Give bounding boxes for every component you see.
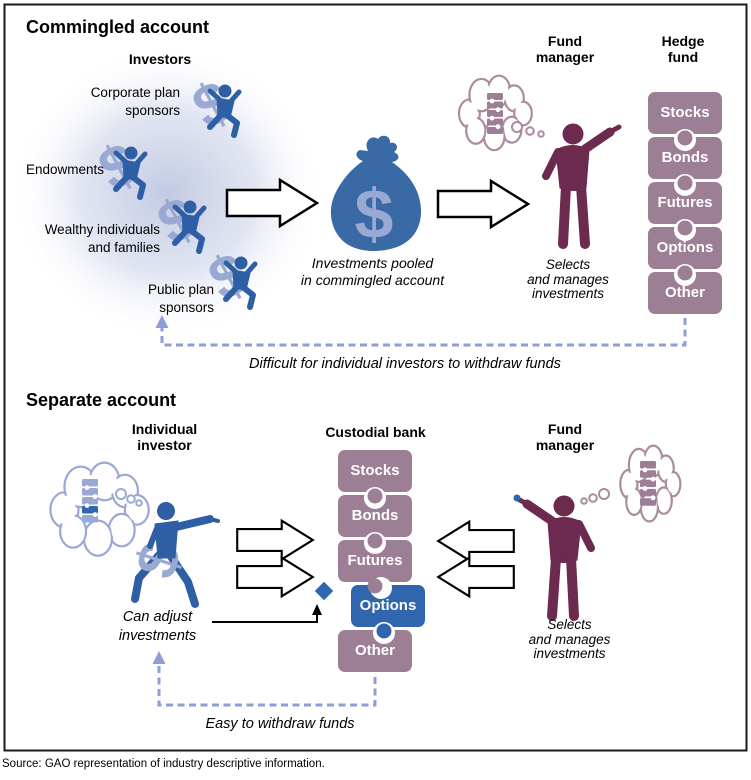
adjust-caption: Can adjust investments	[118, 609, 197, 644]
puzzle-piece-label-other: Other	[664, 284, 705, 301]
hedge-fund-heading: Hedge fund	[661, 33, 705, 65]
investors-heading: Investors	[128, 51, 192, 67]
puzzle-piece-label-bonds: Bonds	[661, 149, 709, 166]
withdraw-note-top: Difficult for individual investors to wi…	[249, 356, 561, 372]
manager-caption-top: Selects and manages investments	[527, 257, 609, 301]
svg-text:$: $	[355, 175, 394, 253]
adjust-pointer-arrow	[212, 604, 322, 623]
separate-section-title: Separate account	[26, 390, 177, 410]
loose-puzzle-knob	[314, 581, 334, 601]
individual-investor-heading: Individual investor	[131, 421, 198, 453]
manager-thought-bubble-top	[457, 74, 545, 152]
withdraw-note-bottom: Easy to withdraw funds	[205, 716, 355, 732]
puzzle-piece-label-futures: Futures	[657, 194, 713, 211]
held-puzzle-knob	[513, 494, 521, 502]
bank-piece-label-futures: Futures	[347, 552, 403, 569]
bank-piece-label-bonds: Bonds	[351, 507, 399, 524]
money-bag-icon: $	[330, 135, 422, 253]
investor-label-corporate: Corporate plan sponsors	[90, 85, 180, 118]
dashed-return-arrow-top	[155, 315, 687, 347]
manager-caption-bottom: Selects and manages investments	[528, 617, 611, 661]
thought-puzzle-stack	[487, 93, 503, 134]
custodial-bank-heading: Custodial bank	[325, 424, 426, 440]
puzzle-piece-label-stocks: Stocks	[660, 104, 710, 121]
custodial-bank-puzzle-stack	[314, 450, 425, 672]
bank-piece-label-stocks: Stocks	[350, 462, 400, 479]
pool-caption: Investments pooled in commingled account	[300, 255, 445, 288]
thought-puzzle-stack	[640, 461, 656, 506]
fund-manager-heading-top: Fund manager	[535, 33, 595, 65]
hedge-fund-puzzle-stack	[648, 92, 722, 314]
dashed-return-arrow-bottom	[152, 651, 377, 707]
investor-label-endowments: Endowments	[25, 162, 104, 177]
bank-piece-label-options: Options	[359, 597, 417, 614]
investor-label-wealthy: Wealthy individuals and families	[44, 222, 160, 255]
bank-piece-label-other: Other	[354, 642, 395, 659]
fund-manager-heading-bottom: Fund manager	[535, 421, 595, 453]
investor-label-public: Public plan sponsors	[147, 282, 214, 315]
puzzle-piece-label-options: Options	[656, 239, 714, 256]
commingled-section-title: Commingled account	[26, 17, 210, 37]
thought-puzzle-stack	[82, 479, 98, 523]
investor-thought-bubble	[48, 461, 151, 558]
source-note: Source: GAO representation of industry d…	[2, 758, 325, 770]
manager-thought-bubble-bottom	[580, 444, 682, 523]
